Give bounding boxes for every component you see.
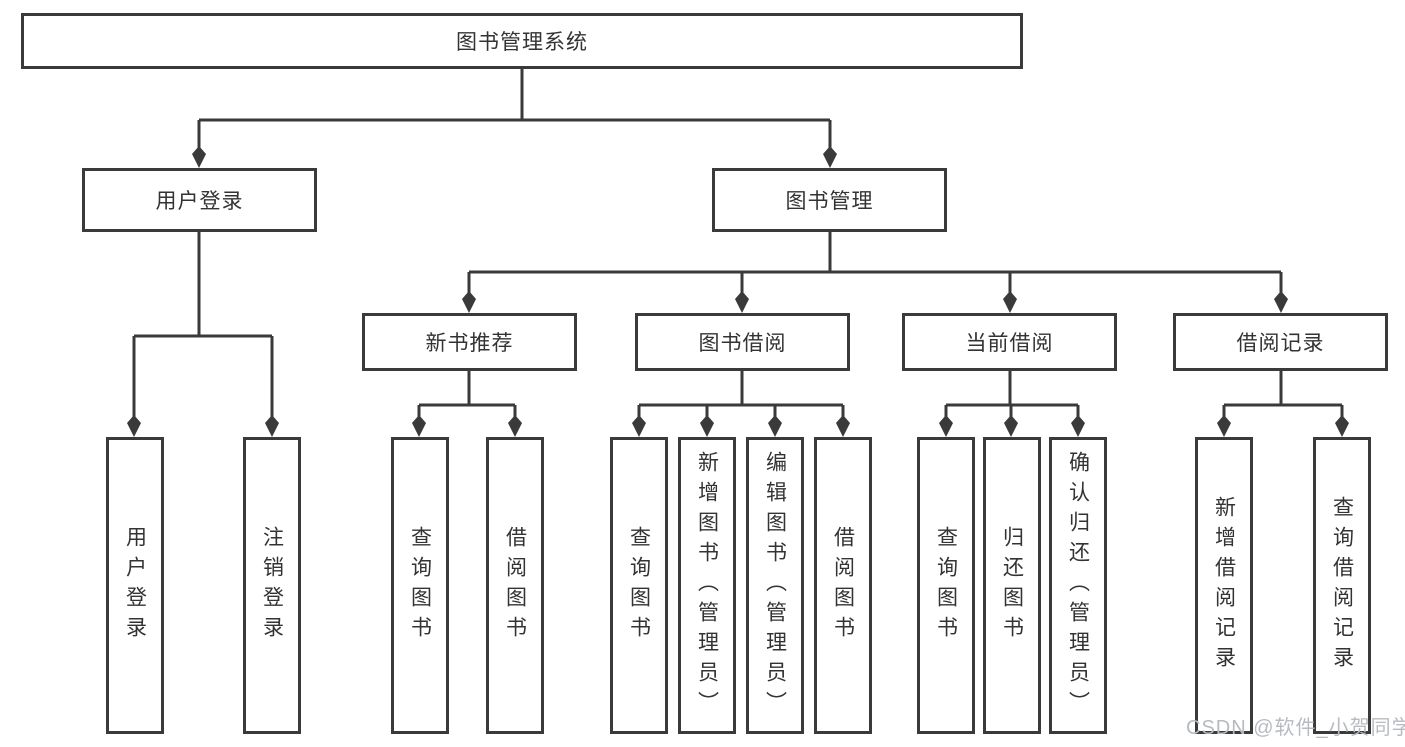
leaf-query-books-borrow-label: 查询图书 xyxy=(627,525,651,646)
leaf-query-books-current-label: 查询图书 xyxy=(934,525,958,646)
user-login-branch-label: 用户登录 xyxy=(155,190,244,213)
arrowhead xyxy=(939,415,953,437)
leaf-query-books-recommend: 查询图书 xyxy=(391,437,449,734)
arrowhead xyxy=(632,415,646,437)
leaf-edit-book-admin: 编辑图书（管理员） xyxy=(746,437,804,734)
leaf-user-login-label: 用户登录 xyxy=(123,525,147,646)
connector-management-to-modules xyxy=(462,232,1288,313)
leaf-borrow-books: 借阅图书 xyxy=(814,437,872,734)
leaf-add-borrow-record-label: 新增借阅记录 xyxy=(1212,495,1236,676)
arrowhead xyxy=(127,415,141,437)
arrowhead xyxy=(412,415,426,437)
connector-module4-to-leaves xyxy=(1217,371,1349,437)
arrowhead xyxy=(265,415,279,437)
leaf-borrow-books-recommend: 借阅图书 xyxy=(486,437,544,734)
book-management-branch-node: 图书管理 xyxy=(712,168,947,232)
arrowhead xyxy=(1004,415,1018,437)
connector-module1-to-leaves xyxy=(412,371,522,437)
current-borrow-node: 当前借阅 xyxy=(902,313,1117,371)
user-login-branch-node: 用户登录 xyxy=(82,168,317,232)
arrowhead xyxy=(1335,415,1349,437)
leaf-return-books: 归还图书 xyxy=(983,437,1041,734)
arrowhead xyxy=(823,146,837,168)
arrowhead xyxy=(1071,415,1085,437)
arrowhead xyxy=(768,415,782,437)
csdn-watermark: CSDN @软件_小贺同学 xyxy=(1186,717,1405,739)
leaf-user-login: 用户登录 xyxy=(106,437,164,734)
current-borrow-label: 当前借阅 xyxy=(965,332,1054,355)
arrowhead xyxy=(700,415,714,437)
borrow-record-node: 借阅记录 xyxy=(1173,313,1388,371)
root-node-library-system: 图书管理系统 xyxy=(21,13,1023,69)
arrowhead xyxy=(735,291,749,313)
leaf-logout-label: 注销登录 xyxy=(260,525,284,646)
leaf-query-books-borrow: 查询图书 xyxy=(610,437,668,734)
arrowhead xyxy=(836,415,850,437)
leaf-query-borrow-record-label: 查询借阅记录 xyxy=(1330,495,1354,676)
leaf-confirm-return-admin-label: 确认归还（管理员） xyxy=(1066,450,1090,721)
connector-module2-to-leaves xyxy=(632,371,850,437)
leaf-return-books-label: 归还图书 xyxy=(1000,525,1024,646)
book-management-branch-label: 图书管理 xyxy=(785,190,874,213)
connector-module3-to-leaves xyxy=(939,371,1085,437)
borrow-record-label: 借阅记录 xyxy=(1236,332,1325,355)
leaf-query-borrow-record: 查询借阅记录 xyxy=(1313,437,1371,734)
book-borrow-node: 图书借阅 xyxy=(635,313,850,371)
root-node-label: 图书管理系统 xyxy=(456,31,588,54)
leaf-add-book-admin: 新增图书（管理员） xyxy=(678,437,736,734)
arrowhead xyxy=(508,415,522,437)
arrowhead xyxy=(192,146,206,168)
leaf-borrow-books-recommend-label: 借阅图书 xyxy=(503,525,527,646)
leaf-borrow-books-label: 借阅图书 xyxy=(831,525,855,646)
arrowhead xyxy=(1217,415,1231,437)
leaf-add-book-admin-label: 新增图书（管理员） xyxy=(695,450,719,721)
leaf-edit-book-admin-label: 编辑图书（管理员） xyxy=(763,450,787,721)
connector-root-to-level2 xyxy=(192,69,837,168)
book-borrow-label: 图书借阅 xyxy=(698,332,787,355)
arrowhead xyxy=(1274,291,1288,313)
leaf-query-books-recommend-label: 查询图书 xyxy=(408,525,432,646)
leaf-query-books-current: 查询图书 xyxy=(917,437,975,734)
connector-login-to-leaves xyxy=(127,232,279,437)
new-book-recommend-node: 新书推荐 xyxy=(362,313,577,371)
arrowhead xyxy=(1003,291,1017,313)
leaf-add-borrow-record: 新增借阅记录 xyxy=(1195,437,1253,734)
arrowhead xyxy=(462,291,476,313)
leaf-logout: 注销登录 xyxy=(243,437,301,734)
leaf-confirm-return-admin: 确认归还（管理员） xyxy=(1049,437,1107,734)
new-book-recommend-label: 新书推荐 xyxy=(425,332,514,355)
